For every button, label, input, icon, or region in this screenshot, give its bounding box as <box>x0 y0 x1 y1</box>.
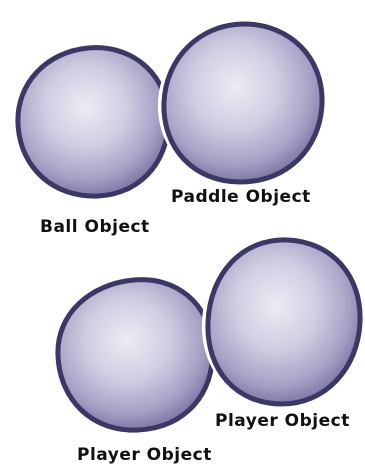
paddle-object-circle <box>158 20 328 186</box>
player-object-circle-left <box>54 276 218 434</box>
ball-object-label: Ball Object <box>36 216 154 238</box>
player-object-circle-right <box>202 236 364 408</box>
ball-object-circle <box>14 43 175 200</box>
player-object-label-right: Player Object <box>211 410 354 432</box>
paddle-object-label: Paddle Object <box>167 186 315 208</box>
player-object-label-left: Player Object <box>73 444 216 466</box>
